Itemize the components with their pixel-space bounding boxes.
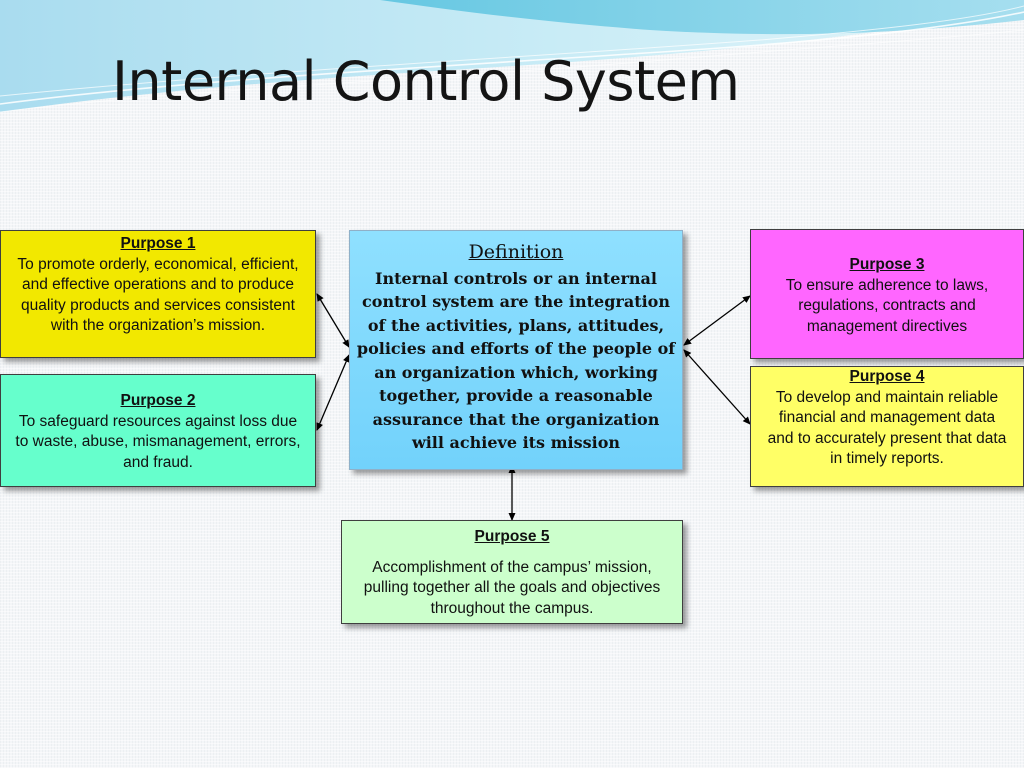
purpose-5-text: Accomplishment of the campus’ mission, p… [363,558,661,617]
purpose-4-box: Purpose 4 To develop and maintain reliab… [750,366,1024,487]
slide-title: Internal Control System [112,50,740,113]
arrow-definition-purpose-1 [316,293,350,348]
purpose-5-box: Purpose 5 Accomplishment of the campus’ … [341,520,683,624]
purpose-1-text: To promote orderly, economical, efficien… [17,255,299,335]
purpose-4-heading: Purpose 4 [849,368,925,385]
definition-box: Definition Internal controls or an inter… [349,230,683,470]
purpose-3-heading: Purpose 3 [849,256,925,273]
purpose-1-box: Purpose 1 To promote orderly, economical… [0,230,316,358]
purpose-2-box: Purpose 2 To safeguard resources against… [0,374,316,487]
purpose-3-text: To ensure adherence to laws, regulations… [785,276,989,335]
purpose-2-text: To safeguard resources against loss due … [15,412,301,471]
purpose-1-heading: Purpose 1 [120,235,196,252]
purpose-3-box: Purpose 3 To ensure adherence to laws, r… [750,229,1024,359]
arrow-definition-purpose-3 [683,295,751,346]
header-wave-decoration [0,0,1024,113]
purpose-4-text: To develop and maintain reliable financi… [767,388,1007,468]
definition-heading: Definition [468,241,564,263]
purpose-5-heading: Purpose 5 [474,528,550,545]
arrow-definition-purpose-4 [683,349,751,425]
definition-text: Internal controls or an internal control… [356,268,676,453]
purpose-2-heading: Purpose 2 [120,392,196,409]
arrow-definition-purpose-2 [316,354,350,431]
